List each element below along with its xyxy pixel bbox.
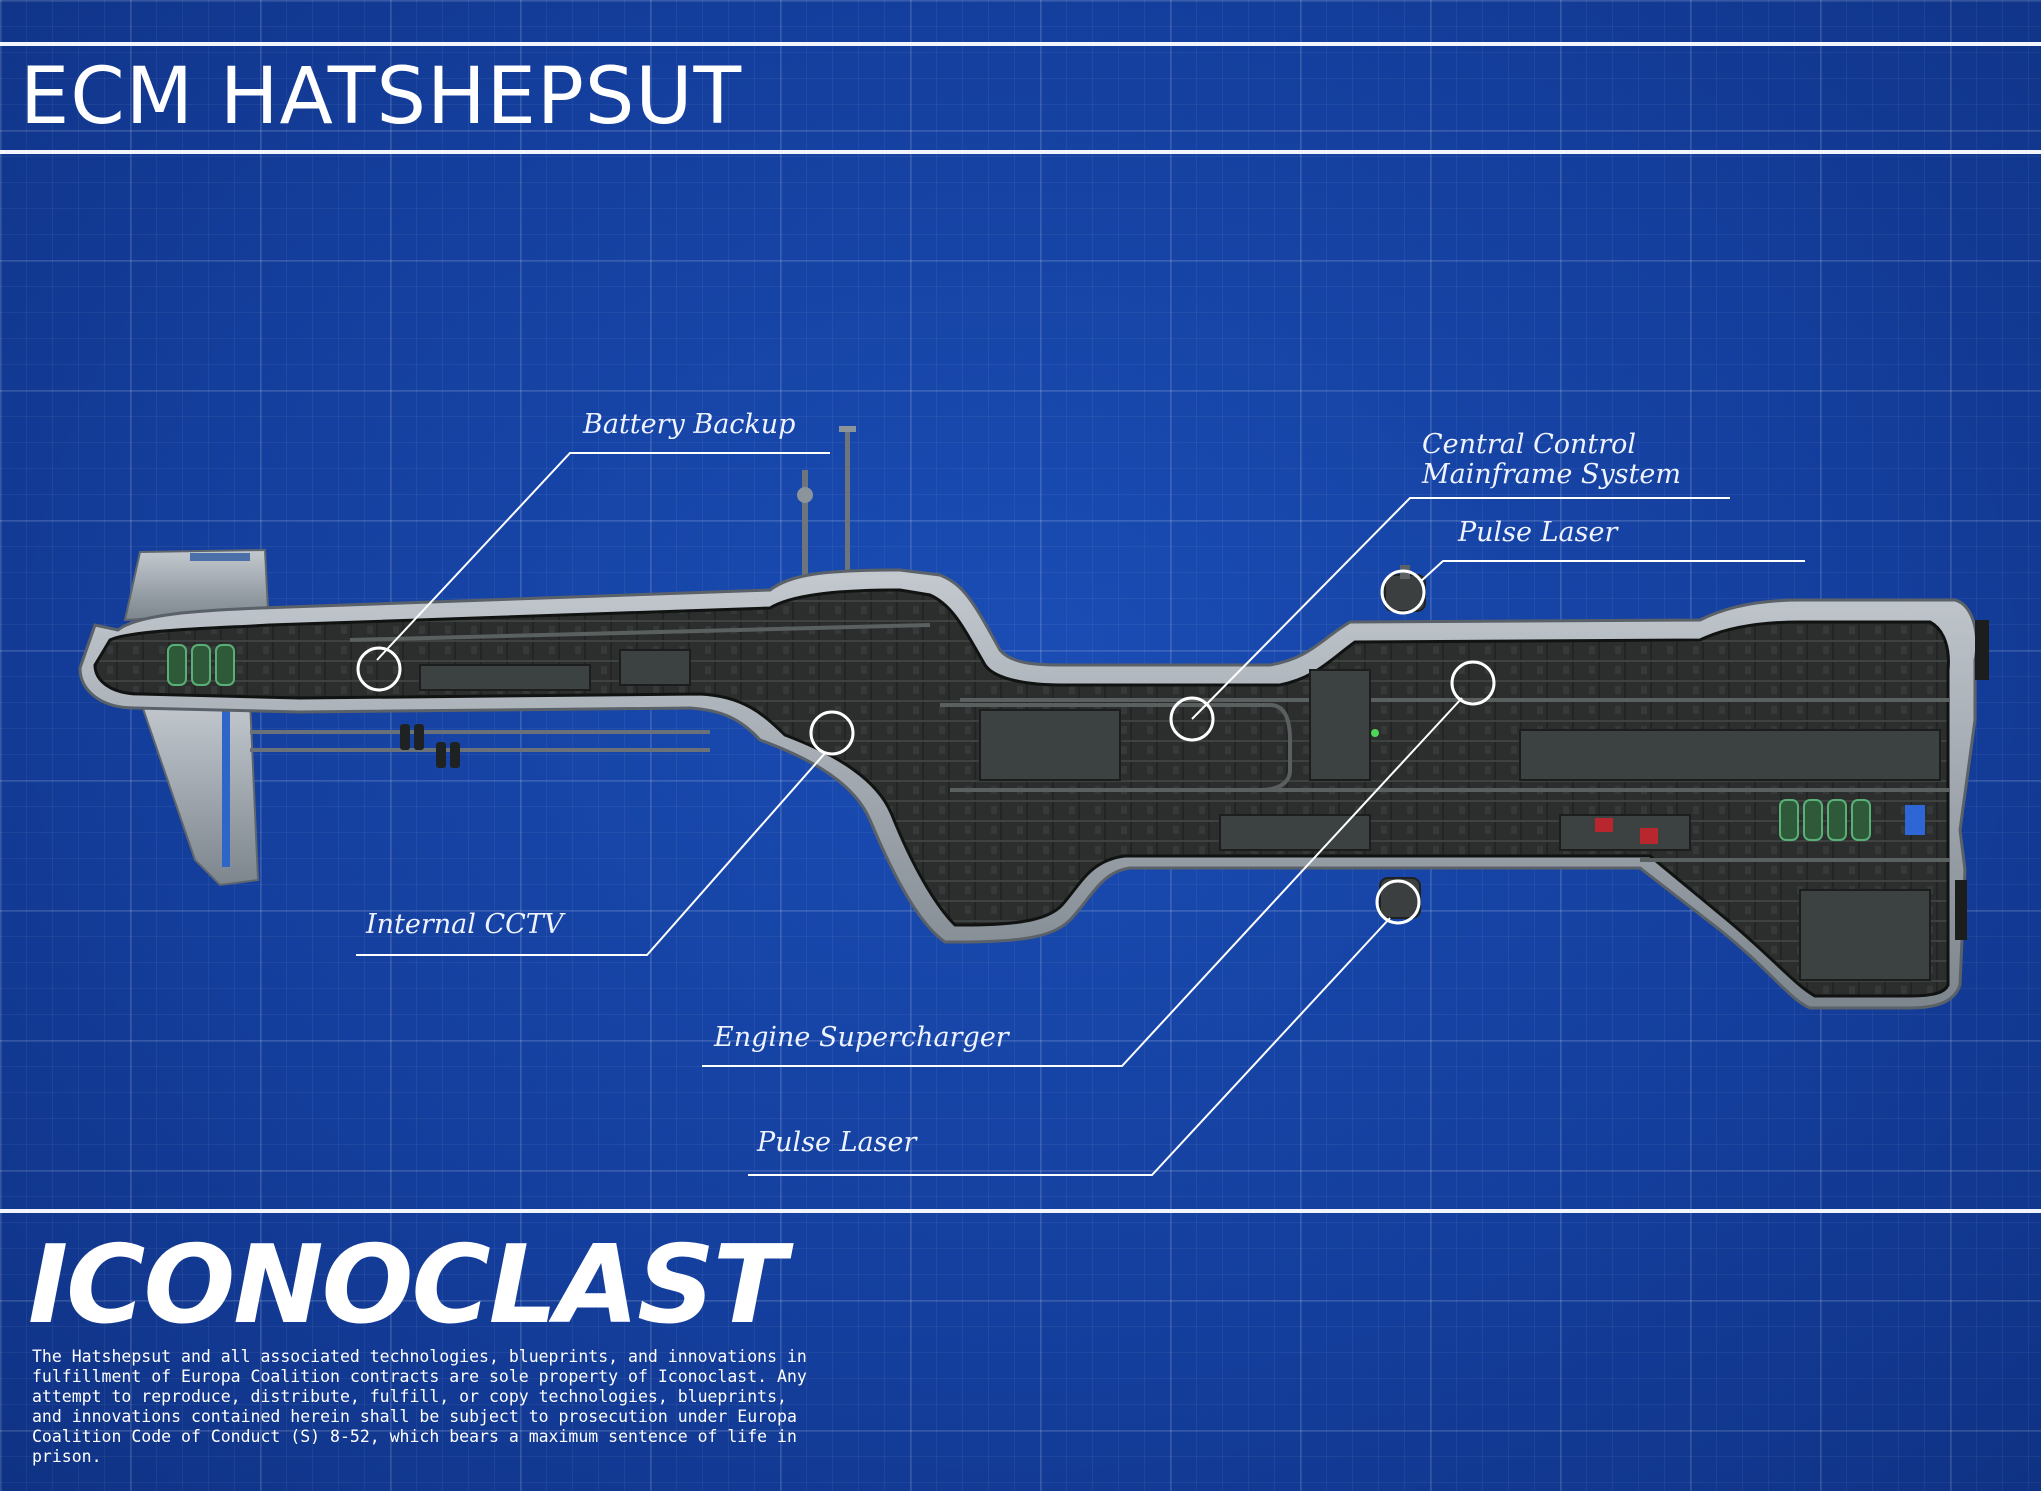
- status-lights: [1371, 729, 1925, 844]
- callout-internal-cctv: Internal CCTV: [366, 909, 564, 940]
- bow-engine: [1955, 620, 1989, 940]
- cryo-pods-forward: [1779, 799, 1871, 841]
- deck-separators: [349, 623, 1950, 862]
- footer-rule: [0, 1209, 2041, 1213]
- callout-battery-backup: Battery Backup: [583, 409, 796, 440]
- rear-ventral-fin: [138, 699, 260, 887]
- page-title: ECM HATSHEPSUT: [20, 52, 743, 142]
- cryo-pods-aft: [167, 644, 235, 686]
- callout-engine-supercharger: Engine Supercharger: [714, 1022, 1009, 1053]
- callout-central-control-mainframe: Central Control Mainframe System: [1422, 429, 1681, 490]
- iconoclast-logo: ICONOCLAST: [28, 1223, 787, 1348]
- machinery-blocks: [419, 649, 1941, 981]
- callout-target-circles: [356, 569, 1496, 925]
- header-top-rule: [0, 42, 2041, 46]
- ship-interior: [93, 588, 1950, 998]
- callout-pulse-laser-top: Pulse Laser: [1458, 517, 1618, 548]
- callout-pulse-laser-bottom: Pulse Laser: [757, 1127, 917, 1158]
- sensor-mast: [797, 426, 856, 580]
- legal-notice: The Hatshepsut and all associated techno…: [32, 1347, 807, 1466]
- aft-pylons: [250, 724, 710, 768]
- header-bottom-rule: [0, 150, 2041, 154]
- callout-leader-lines: [356, 452, 1805, 1176]
